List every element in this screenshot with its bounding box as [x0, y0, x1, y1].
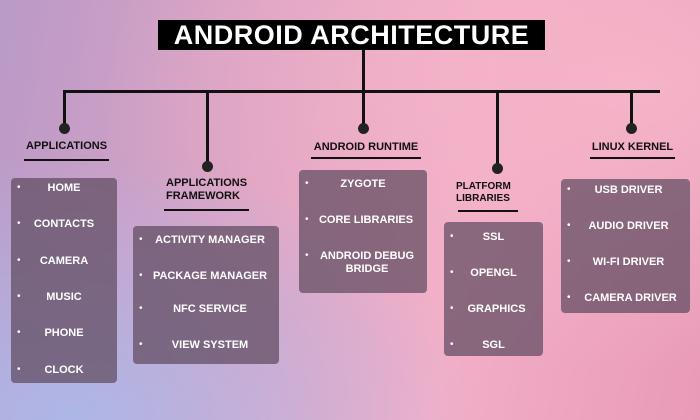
list-item: CORE LIBRARIES	[318, 214, 414, 226]
list-item: NFC SERVICE	[173, 303, 247, 315]
list-item: PACKAGE MANAGER	[152, 270, 268, 282]
list-item: ANDROID DEBUG BRIDGE	[319, 250, 415, 275]
runtime-box: •ZYGOTE •CORE LIBRARIES •ANDROID DEBUG B…	[299, 170, 427, 293]
kernel-box: •USB DRIVER •AUDIO DRIVER •WI-FI DRIVER …	[561, 179, 690, 313]
node-dot	[202, 161, 213, 172]
list-item: AUDIO DRIVER	[588, 220, 669, 232]
section-heading-applications: APPLICATIONS	[25, 140, 108, 152]
list-item: VIEW SYSTEM	[171, 339, 249, 351]
node-dot	[358, 123, 369, 134]
list-item: CAMERA	[39, 255, 89, 267]
node-dot	[59, 123, 70, 134]
list-item: MUSIC	[46, 291, 82, 303]
connector-kernel	[630, 90, 633, 128]
section-heading-platform: PLATFORM LIBRARIES	[456, 181, 511, 204]
connector-platform	[496, 90, 499, 170]
list-item: WI-FI DRIVER	[592, 256, 665, 268]
connector-framework	[206, 90, 209, 166]
list-item: USB DRIVER	[594, 184, 663, 196]
connector-horizontal	[63, 90, 660, 93]
heading-underline	[590, 157, 675, 159]
heading-underline	[311, 157, 421, 159]
list-item: CLOCK	[44, 364, 84, 376]
platform-box: •SSL •OPENGL •GRAPHICS •SGL	[444, 222, 543, 356]
list-item: OPENGL	[470, 267, 517, 279]
node-dot	[492, 163, 503, 174]
framework-box: •ACTIVITY MANAGER •PACKAGE MANAGER •NFC …	[133, 226, 279, 364]
applications-box: •HOME •CONTACTS •CAMERA •MUSIC •PHONE •C…	[11, 178, 117, 383]
heading-underline	[164, 209, 249, 211]
list-item: CONTACTS	[33, 218, 95, 230]
connector-applications	[63, 90, 66, 128]
diagram-title: ANDROID ARCHITECTURE	[158, 20, 545, 50]
list-item: HOME	[47, 182, 81, 194]
section-heading-runtime: ANDROID RUNTIME	[313, 141, 419, 153]
heading-underline	[458, 210, 518, 212]
section-heading-framework: APPLICATIONS FRAMEWORK	[166, 177, 248, 202]
node-dot	[626, 123, 637, 134]
section-heading-kernel: LINUX KERNEL	[591, 141, 674, 153]
list-item: SGL	[482, 339, 505, 351]
list-item: GRAPHICS	[467, 303, 526, 315]
list-item: PHONE	[44, 327, 84, 339]
list-item: CAMERA DRIVER	[584, 292, 677, 304]
list-item: SSL	[482, 231, 505, 243]
list-item: ACTIVITY MANAGER	[155, 234, 265, 246]
connector-trunk	[362, 50, 365, 128]
heading-underline	[24, 159, 109, 161]
list-item: ZYGOTE	[340, 178, 386, 190]
